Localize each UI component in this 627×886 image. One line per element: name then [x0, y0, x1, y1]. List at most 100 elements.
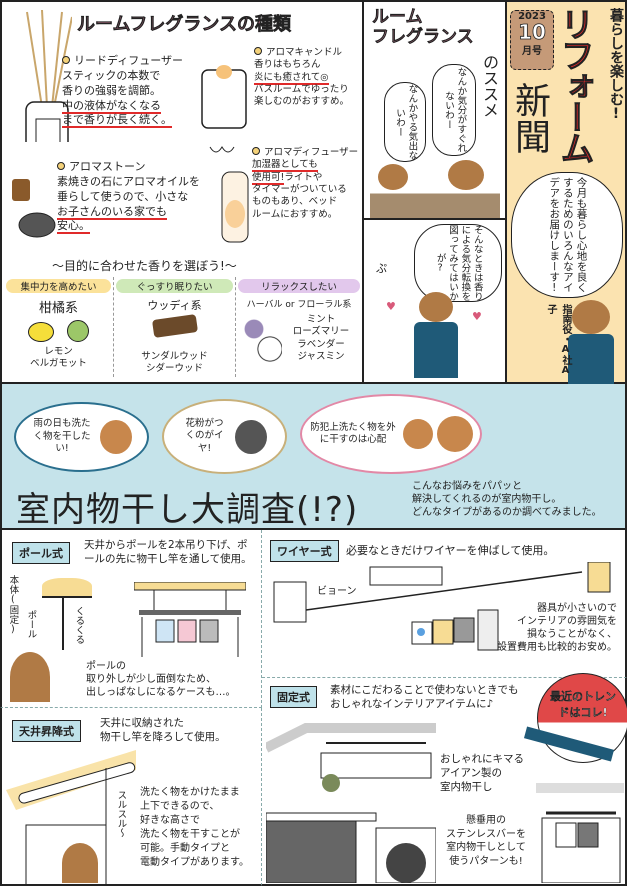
purpose-item: レモン: [44, 346, 73, 357]
type-tag: 固定式: [270, 686, 317, 708]
purpose-column: 集中力を高めたい 柑橘系 レモン ベルガモット: [4, 277, 114, 377]
pole-rack-illustration: [134, 582, 246, 657]
purpose-category: ハーバル or フローラル系: [246, 300, 352, 310]
survey-intro: こんなお悩みをパパッと 解決してくれるのが室内物干し。 どんなタイプがあるのか調…: [412, 480, 602, 519]
stone-text: 垂らして使うので、小さな: [57, 189, 189, 203]
note-line: 出しっぱなしになるケースも…。: [86, 687, 236, 698]
stone-text: 素焼きの石にアロマオイルを: [57, 174, 200, 188]
wire-note: 器具が小さいので インテリアの雰囲気を 損なうことがなく、 設置費用も比較的お安…: [497, 602, 617, 654]
aroma-diffuser-block: アロマディフューザー 加湿器としても 使用可!ライトや タイマーがついている も…: [252, 147, 364, 221]
note-line: 器具が小さいので: [537, 603, 617, 614]
note-line: 洗たく物を干すことが: [140, 829, 240, 840]
survey-title: 室内物干し大調査(!?): [16, 490, 359, 530]
woman-reaching: [10, 652, 50, 702]
sfx-text: くるくる: [73, 606, 85, 644]
laundry-room-illustration: [266, 723, 436, 883]
family-faces: [437, 416, 473, 452]
speech-bubble: 防犯上洗たく物を外に干すのは心配: [300, 394, 482, 474]
guide-suit: [568, 334, 614, 384]
speech-bubble: そんなときは香りによる気分転換を図ってみてはいかが?: [414, 224, 502, 302]
note-line: おしゃれにキマる: [440, 753, 524, 765]
trend-text: 最近のトレンドはコレ!: [550, 690, 616, 719]
woman-pulling: [62, 843, 98, 883]
fixed-note-1: おしゃれにキマる アイアン製の 室内物干し: [440, 752, 524, 795]
guide-character: [414, 292, 458, 382]
type-description: 素材にこだわることで使わないときでも おしゃれなインテリアアイテムに♪: [330, 683, 518, 711]
pole-note: ポールの 取り外しが少し面倒なため、 出しっぱなしになるケースも…。: [86, 660, 236, 699]
reed-text: まで香りが長く続く。: [62, 113, 172, 129]
family-faces: [403, 419, 433, 449]
note-line: 取り外しが少し面倒なため、: [86, 674, 216, 685]
note-line: 可能。手動タイプと: [140, 843, 230, 854]
section-title: ルームフレグランスの種類: [77, 14, 292, 36]
fragrance-types-panel: ルームフレグランスの種類 リードディフューザー スティックの本数で 香りの強弱を…: [0, 0, 364, 384]
note-line: 設置費用も比較的お安め。: [497, 642, 617, 653]
masthead-title-reform: リフォーム: [554, 7, 595, 163]
bergamot-icon: [67, 320, 90, 342]
note-line: 洗たく物をかけたまま: [140, 787, 240, 798]
bubble-text: 花粉がつくのがイヤ!: [185, 417, 224, 454]
intro-line: こんなお悩みをパパッと: [412, 481, 522, 492]
desc-line: おしゃれなインテリアアイテムに♪: [330, 698, 494, 711]
comic-title-line: フレグランス: [372, 26, 474, 47]
comic-panel-2: そんなときは香りによる気分転換を図ってみてはいかが? ぷ ♥ ♥: [362, 218, 507, 384]
purpose-item: シダーウッド: [145, 363, 203, 375]
aroma-stone-block: アロマストーン 素焼きの石にアロマオイルを 垂らして使うので、小さな お子さんの…: [57, 160, 222, 235]
masthead: 2023 10 月号 リフォーム 暮らしを楽しむ! 新聞 今月も暮らし心地を良く…: [505, 0, 627, 384]
fixed-type-section: 固定式 素材にこだわることで使わないときでも おしゃれなインテリアアイテムに♪ …: [262, 673, 627, 886]
type-tag: ワイヤー式: [270, 540, 339, 562]
tired-women-illustration: [370, 160, 500, 218]
stone-text: 安心。: [57, 219, 90, 235]
choose-heading: 〜目的に合わせた香りを選ぼう!〜: [52, 259, 237, 273]
type-description: 必要なときだけワイヤーを伸ばして使用。: [346, 544, 555, 557]
reed-text: 中の液体がなくなる: [62, 98, 161, 114]
reed-text: スティックの本数で: [62, 68, 161, 82]
bubble-text: 雨の日も洗たく物を干したい!: [33, 418, 91, 455]
candle-text: 楽しむのがおすすめ。: [254, 96, 350, 108]
bullet-icon: [254, 47, 262, 55]
note-line: ステンレスバーを: [446, 828, 526, 840]
candle-text: 香りはもちろん: [254, 59, 321, 71]
note-line: 室内物干し: [440, 781, 493, 794]
stone-heading: アロマストーン: [57, 160, 222, 175]
ceiling-illustration: [42, 578, 92, 598]
type-description: 天井からポールを2本吊り下げ、ポールの先に物干し竿を通して使用。: [84, 539, 252, 566]
wire-illustration: [273, 562, 611, 651]
note-line: 室内物干しとして: [446, 842, 526, 853]
issue-month-suffix: 月号: [522, 46, 542, 57]
purpose-item: ミント: [306, 314, 336, 325]
label-body: 本体(固定): [7, 575, 19, 635]
diffuser-text: タイマーがついている: [252, 184, 347, 196]
type-description: 天井に収納された 物干し竿を降ろして使用。: [100, 716, 226, 744]
purpose-category: ウッディ系: [147, 299, 202, 312]
pole-type-section: ポール式 天井からポールを2本吊り下げ、ポールの先に物干し竿を通して使用。 本体…: [0, 530, 262, 708]
aroma-stone-illustration: [12, 179, 56, 238]
purpose-item: ベルガモット: [30, 358, 87, 370]
guide-head: [419, 292, 453, 322]
note-line: 好きな高さで: [140, 815, 200, 826]
reed-text: 香りの強弱を調節。: [62, 83, 161, 97]
sfx-text: スルスル〜: [115, 790, 127, 838]
heart-icon: ♥: [472, 310, 482, 323]
stone-name: アロマストーン: [69, 160, 146, 173]
reed-diffuser-block: リードディフューザー スティックの本数で 香りの強弱を調節。 中の液体がなくなる…: [62, 54, 192, 129]
desc-line: 天井に収納された: [100, 717, 184, 729]
herb-icon: [242, 314, 282, 364]
speech-bubble: 花粉がつくのがイヤ!: [162, 399, 287, 474]
woman-head: [378, 164, 408, 190]
purpose-label: 集中力を高めたい: [6, 279, 111, 293]
candle-name: アロマキャンドル: [266, 47, 343, 58]
bullet-icon: [57, 162, 65, 170]
aroma-diffuser-illustration: [209, 146, 249, 243]
man-face: [234, 419, 267, 454]
note-line: アイアン製の: [440, 767, 503, 780]
bullet-icon: [252, 147, 260, 155]
greeting-bubble: 今月も暮らし心地を良くするためのいろんなアイデアをお届けしまーす!: [511, 172, 623, 298]
comic-title: ルーム フレグランス: [372, 7, 474, 47]
guide-suit: [414, 322, 458, 378]
purpose-column: リラックスしたい ハーバル or フローラル系 ミント ローズマリー ラベンダー…: [236, 277, 362, 377]
note-line: 懸垂用の: [466, 815, 506, 826]
ceiling-type-section: 天井昇降式 天井に収納された 物干し竿を降ろして使用。 スルスル〜 洗たく物をか…: [0, 708, 262, 886]
purpose-column: ぐっすり眠りたい ウッディ系 サンダルウッド シダーウッド: [114, 277, 236, 377]
note-line: 使うパターンも!: [449, 855, 523, 867]
